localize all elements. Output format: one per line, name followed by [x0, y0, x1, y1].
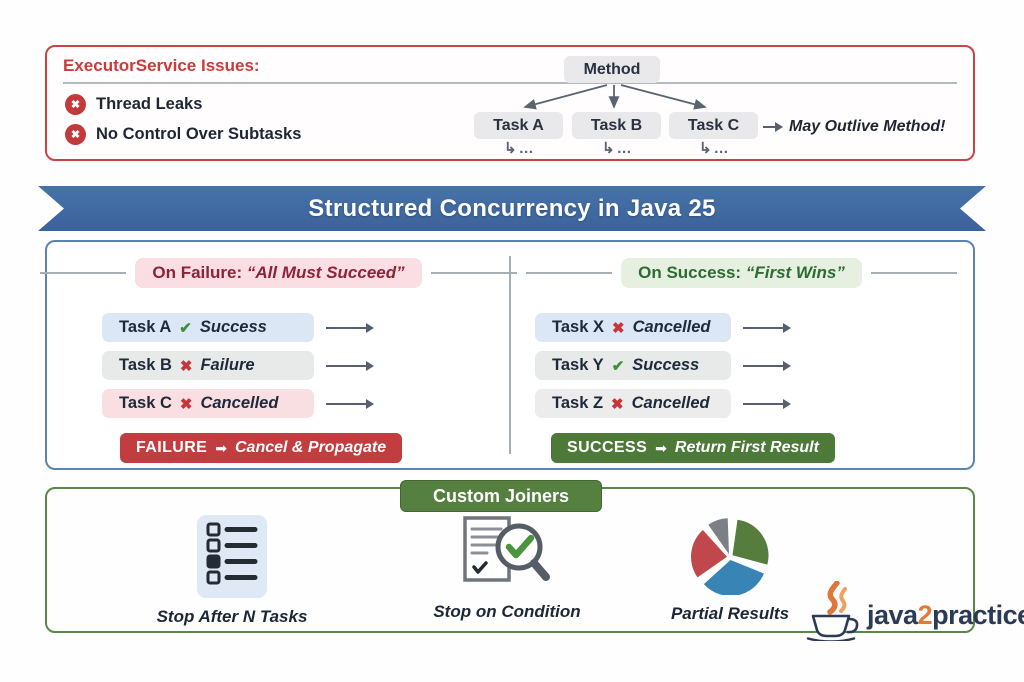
- success-header-quote: “First Wins”: [745, 263, 845, 282]
- coffee-cup-icon: [806, 581, 859, 641]
- subtask-elbow-icon: ↳…: [699, 140, 731, 157]
- flow-arrow-icon: [743, 322, 791, 333]
- task-row: Task A ✔ Success: [102, 313, 374, 342]
- task-name: Task A: [119, 318, 172, 336]
- success-column: On Success: “First Wins” Task X ✖ Cancel…: [510, 242, 973, 468]
- divider-line: [40, 272, 127, 274]
- custom-joiners-panel: Custom Joiners: [45, 480, 1024, 641]
- joiner-item: Stop on Condition: [397, 515, 617, 622]
- cross-icon: ✖: [611, 319, 625, 337]
- task-row: Task X ✖ Cancelled: [535, 313, 791, 342]
- cross-icon: ✖: [179, 357, 193, 375]
- failure-result-badge: FAILURE ➡ Cancel & Propagate: [120, 433, 403, 463]
- task-status-pill: Task C ✖ Cancelled: [102, 389, 314, 418]
- divider-line: [870, 272, 957, 274]
- success-header-pill: On Success: “First Wins”: [621, 258, 862, 288]
- issue-label: Thread Leaks: [96, 95, 203, 113]
- result-label: FAILURE: [136, 439, 208, 456]
- flow-arrow-icon: [743, 398, 791, 409]
- flow-arrow-icon: [743, 360, 791, 371]
- task-row: Task Y ✔ Success: [535, 351, 791, 380]
- task-node: Task C: [669, 112, 758, 139]
- divider-line: [430, 272, 517, 274]
- task-node: Task A: [474, 112, 563, 139]
- custom-joiners-title: Custom Joiners: [400, 480, 602, 512]
- flow-arrow-icon: [326, 322, 374, 333]
- issue-label: No Control Over Subtasks: [96, 125, 302, 143]
- cross-circle-icon: ✖: [65, 124, 86, 145]
- column-divider: [509, 256, 511, 454]
- failure-header-label: On Failure:: [152, 263, 243, 282]
- divider-line: [526, 272, 613, 274]
- task-row: Task C ✖ Cancelled: [102, 389, 374, 418]
- subtask-elbow-icon: ↳…: [602, 140, 634, 157]
- task-node: Task B: [572, 112, 661, 139]
- title-banner: Structured Concurrency in Java 25: [38, 186, 986, 231]
- result-text: Return First Result: [674, 439, 819, 456]
- flow-arrow-icon: [326, 360, 374, 371]
- fan-out-arrows-icon: [523, 84, 707, 110]
- task-name: Task B: [119, 356, 172, 374]
- task-status: Failure: [200, 356, 255, 374]
- check-icon: ✔: [179, 319, 192, 337]
- divider-line: [63, 82, 957, 84]
- task-status: Success: [199, 318, 267, 336]
- issue-item: ✖ No Control Over Subtasks: [65, 124, 301, 145]
- cross-icon: ✖: [179, 395, 193, 413]
- task-status: Success: [632, 356, 700, 374]
- task-status-pill: Task X ✖ Cancelled: [535, 313, 731, 342]
- cross-circle-icon: ✖: [65, 94, 86, 115]
- task-name: Task C: [119, 394, 172, 412]
- joiner-label: Stop After N Tasks: [156, 607, 308, 626]
- task-row: Task Z ✖ Cancelled: [535, 389, 791, 418]
- issue-item: ✖ Thread Leaks: [65, 94, 202, 115]
- pie-chart-icon: [690, 518, 769, 595]
- task-name: Task Y: [552, 356, 604, 374]
- strategies-panel: On Failure: “All Must Succeed” Task A ✔ …: [40, 240, 975, 470]
- subtask-elbow-icon: ↳…: [504, 140, 536, 157]
- task-status: Cancelled: [200, 394, 279, 412]
- task-name: Task X: [552, 318, 604, 336]
- success-header: On Success: “First Wins”: [510, 258, 973, 288]
- checklist-icon: [197, 515, 267, 598]
- flow-arrow-icon: [326, 398, 374, 409]
- failure-column: On Failure: “All Must Succeed” Task A ✔ …: [40, 242, 517, 468]
- executor-issues-panel: ExecutorService Issues: ✖ Thread Leaks ✖…: [45, 45, 975, 161]
- failure-header-quote: “All Must Succeed”: [246, 263, 405, 282]
- arrow-right-icon: ➡: [215, 439, 227, 456]
- joiner-label: Partial Results: [670, 604, 790, 623]
- check-icon: ✔: [611, 357, 625, 375]
- cross-icon: ✖: [611, 395, 624, 413]
- task-status-pill: Task A ✔ Success: [102, 313, 314, 342]
- page-title: Structured Concurrency in Java 25: [308, 194, 716, 222]
- outlive-note: May Outlive Method!: [763, 118, 945, 136]
- right-arrow-icon: [763, 122, 783, 132]
- task-name: Task Z: [552, 394, 604, 412]
- task-status-pill: Task Z ✖ Cancelled: [535, 389, 731, 418]
- success-result-badge: SUCCESS ➡ Return First Result: [551, 433, 835, 463]
- result-label: SUCCESS: [567, 439, 648, 456]
- brand-logo: java2practice: [803, 581, 1024, 641]
- failure-header-pill: On Failure: “All Must Succeed”: [135, 258, 422, 288]
- success-header-label: On Success:: [638, 263, 742, 282]
- outlive-text: May Outlive Method!: [789, 118, 946, 135]
- joiner-item: Partial Results: [620, 515, 840, 624]
- magnifier-document-icon: [463, 516, 550, 582]
- result-text: Cancel & Propagate: [234, 439, 387, 456]
- task-status: Cancelled: [632, 318, 711, 336]
- arrow-right-icon: ➡: [655, 439, 667, 456]
- joiner-item: Stop After N Tasks: [122, 515, 342, 627]
- panel-title: ExecutorService Issues:: [63, 56, 260, 75]
- failure-header: On Failure: “All Must Succeed”: [40, 258, 517, 288]
- task-status-pill: Task B ✖ Failure: [102, 351, 314, 380]
- task-row: Task B ✖ Failure: [102, 351, 374, 380]
- task-status-pill: Task Y ✔ Success: [535, 351, 731, 380]
- method-node: Method: [564, 56, 660, 83]
- task-status: Cancelled: [631, 394, 710, 412]
- joiner-label: Stop on Condition: [433, 602, 581, 621]
- brand-name: java2practice: [867, 600, 1024, 630]
